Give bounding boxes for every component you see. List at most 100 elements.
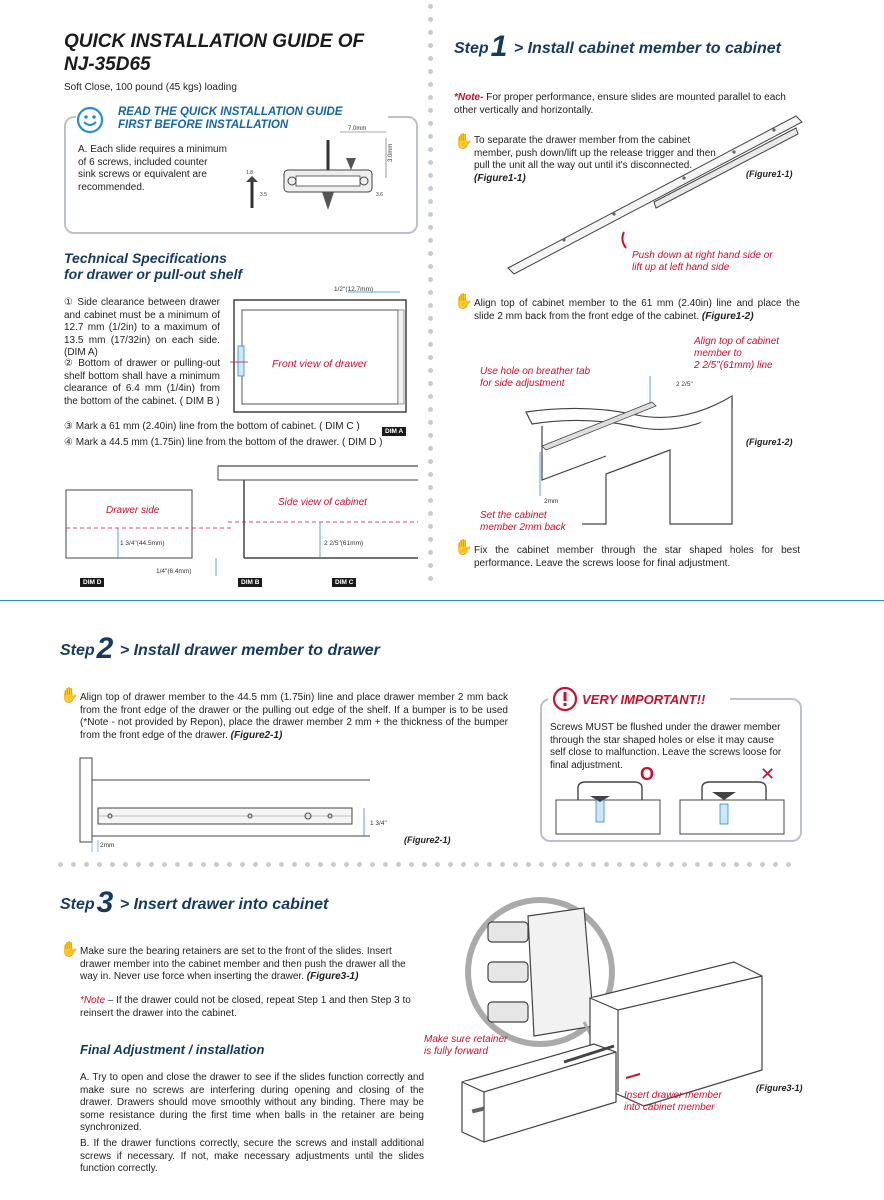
- divider-dot: [565, 862, 570, 867]
- figure1-2-label: (Figure1-2): [746, 437, 793, 447]
- screw-diagram: 7.0mm 3.0mm 1.8 3.5 3.6: [246, 126, 394, 210]
- important-header: VERY IMPORTANT!!: [548, 686, 730, 714]
- divider-dot: [474, 862, 479, 867]
- side-view-diagram: [65, 465, 418, 576]
- horizontal-dotted-divider: [58, 862, 798, 867]
- divider-dot: [318, 862, 323, 867]
- divider-dot: [292, 862, 297, 867]
- step1-heading: Step1 > Install cabinet member to cabine…: [454, 30, 781, 63]
- divider-dot: [695, 862, 700, 867]
- divider-dot: [578, 862, 583, 867]
- tech-item-4: ④ Mark a 44.5 mm (1.75in) line from the …: [64, 437, 383, 448]
- figure1-1-label: (Figure1-1): [746, 169, 793, 179]
- warning-icon: [552, 686, 578, 712]
- dim-3mm-label: 3.0mm: [388, 144, 394, 162]
- divider-dot: [123, 862, 128, 867]
- divider-dot: [428, 303, 433, 308]
- ok-mark: O: [640, 764, 655, 784]
- divider-dot: [428, 407, 433, 412]
- divider-dot: [331, 862, 336, 867]
- divider-dot: [240, 862, 245, 867]
- figure2-1-label: (Figure2-1): [404, 835, 451, 845]
- vertical-dotted-divider: [428, 4, 433, 588]
- divider-dot: [428, 134, 433, 139]
- divider-dot: [409, 862, 414, 867]
- divider-dot: [344, 862, 349, 867]
- divider-dot: [630, 862, 635, 867]
- dim-1-8-label: 1.8: [246, 170, 253, 176]
- divider-dot: [428, 238, 433, 243]
- dim-7mm-label: 7.0mm: [348, 126, 366, 132]
- figure1-2-diagram: [525, 376, 733, 525]
- divider-dot: [428, 550, 433, 555]
- divider-dot: [428, 563, 433, 568]
- divider-dot: [428, 95, 433, 100]
- page-subtitle: Soft Close, 100 pound (45 kgs) loading: [64, 82, 237, 93]
- divider-dot: [227, 862, 232, 867]
- divider-dot: [428, 355, 433, 360]
- divider-dot: [526, 862, 531, 867]
- divider-dot: [428, 108, 433, 113]
- dim-2mm-label: 2mm: [544, 498, 559, 505]
- divider-dot: [428, 342, 433, 347]
- hand-icon: ✋: [60, 941, 79, 958]
- dim-12-7-label: 1/2"(12.7mm): [334, 286, 374, 293]
- dim-44-5-label: 1 3/4"(44.5mm): [120, 540, 165, 547]
- final-item-a: A. Try to open and close the drawer to s…: [80, 1072, 424, 1133]
- important-title: VERY IMPORTANT!!: [582, 692, 706, 707]
- final-item-b: B. If the drawer functions correctly, se…: [80, 1138, 424, 1174]
- divider-dot: [428, 576, 433, 581]
- step2-instruction: Align top of drawer member to the 44.5 m…: [80, 692, 508, 741]
- divider-dot: [428, 498, 433, 503]
- divider-dot: [357, 862, 362, 867]
- divider-dot: [604, 862, 609, 867]
- drawer-side-label: Drawer side: [106, 505, 160, 516]
- divider-dot: [396, 862, 401, 867]
- divider-dot: [721, 862, 726, 867]
- divider-dot: [552, 862, 557, 867]
- divider-dot: [448, 862, 453, 867]
- divider-dot: [305, 862, 310, 867]
- divider-dot: [279, 862, 284, 867]
- divider-dot: [500, 862, 505, 867]
- cabinet-side-label: Side view of cabinet: [278, 497, 367, 508]
- divider-dot: [773, 862, 778, 867]
- step1-instruction-3: Fix the cabinet member through the star …: [474, 545, 800, 569]
- divider-dot: [708, 862, 713, 867]
- divider-dot: [58, 862, 63, 867]
- step3-note: *Note – If the drawer could not be close…: [80, 995, 411, 1019]
- divider-dot: [428, 17, 433, 22]
- dim-c-badge: DIM C: [332, 571, 357, 589]
- front-view-label: Front view of drawer: [272, 358, 368, 370]
- divider-dot: [84, 862, 89, 867]
- divider-dot: [428, 264, 433, 269]
- divider-dot: [188, 862, 193, 867]
- smiley-icon: [76, 106, 104, 134]
- divider-dot: [428, 472, 433, 477]
- hand-icon: ✋: [454, 133, 473, 150]
- divider-dot: [428, 329, 433, 334]
- divider-dot: [428, 459, 433, 464]
- dim-3-6-label: 3.6: [376, 192, 383, 198]
- dim-1-3-4-label: 1 3/4": [370, 820, 387, 827]
- hand-icon: ✋: [454, 293, 473, 310]
- divider-dot: [175, 862, 180, 867]
- screw-flush-diagram: [555, 781, 785, 835]
- dim-6-4-label: 1/4"(6.4mm): [156, 568, 192, 575]
- divider-dot: [428, 511, 433, 516]
- divider-dot: [266, 862, 271, 867]
- divider-dot: [617, 862, 622, 867]
- figure3-1-label: (Figure3-1): [756, 1083, 803, 1093]
- dim-2-2-5-label: 2 2/5": [676, 381, 693, 388]
- figure1-1-diagram: [507, 115, 803, 275]
- divider-dot: [428, 537, 433, 542]
- divider-dot: [428, 316, 433, 321]
- divider-dot: [428, 277, 433, 282]
